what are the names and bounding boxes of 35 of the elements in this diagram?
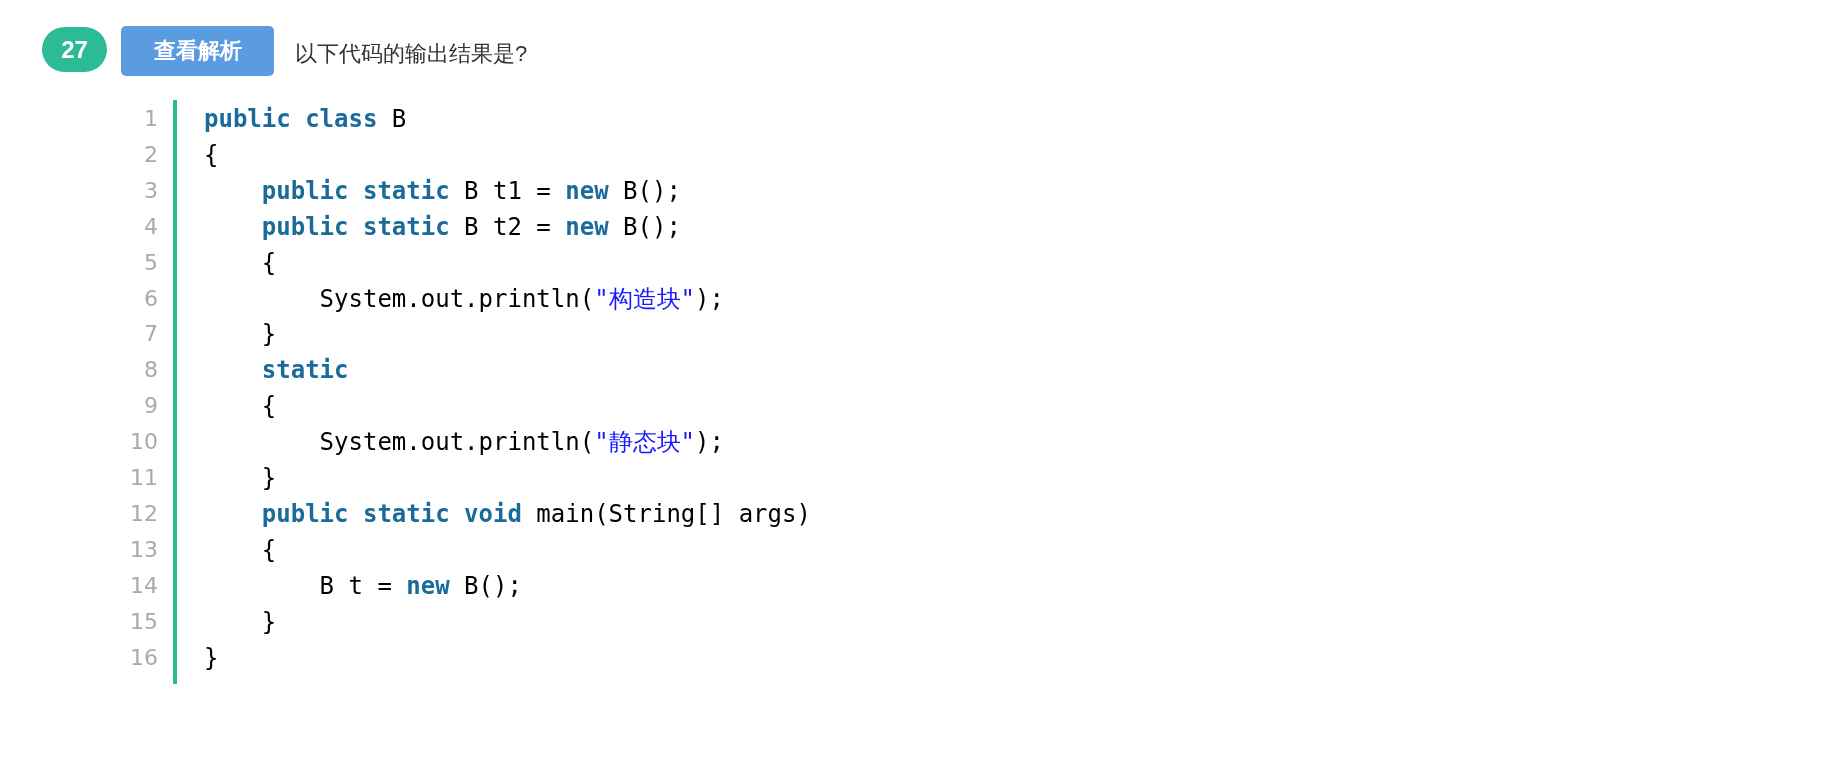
line-number: 10 xyxy=(129,428,158,457)
line-number: 16 xyxy=(129,643,158,672)
code-line: { xyxy=(260,534,277,565)
code-line: } xyxy=(260,319,277,350)
analysis-button: 查看解析 xyxy=(121,26,274,76)
code-line: { xyxy=(260,391,277,422)
code-line: { xyxy=(204,139,219,170)
code-line: public static B t1 = new B(); xyxy=(260,175,681,206)
question-text: 以下代码的输出结果是? xyxy=(295,40,528,68)
code-line: } xyxy=(260,463,277,493)
code-line: public class B xyxy=(204,104,407,134)
code-line: System.out.println("静态块"); xyxy=(318,427,724,458)
line-number: 15 xyxy=(129,607,158,636)
line-number: 14 xyxy=(129,571,158,600)
line-number: 9 xyxy=(143,392,158,421)
code-line: } xyxy=(260,606,277,637)
number-badge: 27 xyxy=(42,27,107,72)
line-number: 13 xyxy=(129,535,158,564)
line-number: 11 xyxy=(129,464,158,492)
line-number: 2 xyxy=(143,140,158,169)
line-number: 6 xyxy=(143,284,158,313)
code-line: } xyxy=(204,642,219,673)
code-line: static xyxy=(260,355,349,386)
line-number: 5 xyxy=(143,248,158,277)
line-number: 12 xyxy=(129,499,158,528)
line-number: 1 xyxy=(143,105,158,133)
line-number: 3 xyxy=(143,176,158,205)
code-line: public static B t2 = new B(); xyxy=(260,211,681,242)
line-number: 8 xyxy=(143,356,158,385)
line-number: 7 xyxy=(143,320,158,349)
code-line: public static void main(String[] args) xyxy=(260,498,811,529)
code-line: { xyxy=(260,247,277,278)
code-line: B t = new B(); xyxy=(318,570,522,601)
code-line: System.out.println("构造块"); xyxy=(318,283,724,314)
line-number: 4 xyxy=(143,212,158,241)
